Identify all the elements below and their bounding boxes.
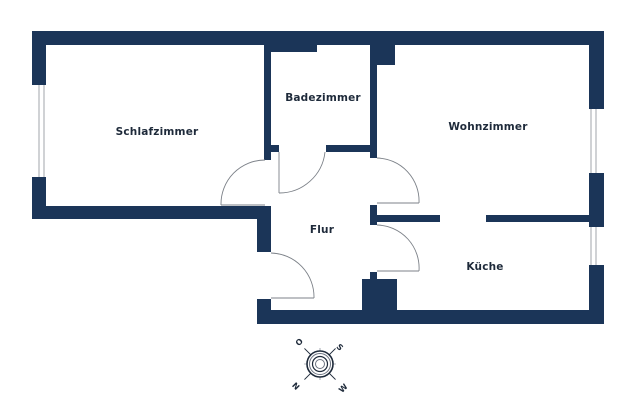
compass-east-label: O: [294, 337, 305, 348]
windows: [38, 85, 597, 265]
doors: [220, 151, 420, 299]
room-label-kueche: Küche: [466, 261, 504, 273]
room-label-schlafzimmer: Schlafzimmer: [115, 126, 199, 138]
compass-west-label: W: [337, 382, 350, 395]
compass-south-label: S: [334, 342, 345, 353]
room-label-wohnzimmer: Wohnzimmer: [448, 121, 528, 133]
room-label-flur: Flur: [309, 224, 335, 236]
compass-rose-icon: O S N W: [290, 337, 350, 395]
compass-north-label: N: [290, 381, 301, 392]
room-label-badezimmer: Badezimmer: [285, 92, 361, 104]
walls: [32, 31, 604, 324]
